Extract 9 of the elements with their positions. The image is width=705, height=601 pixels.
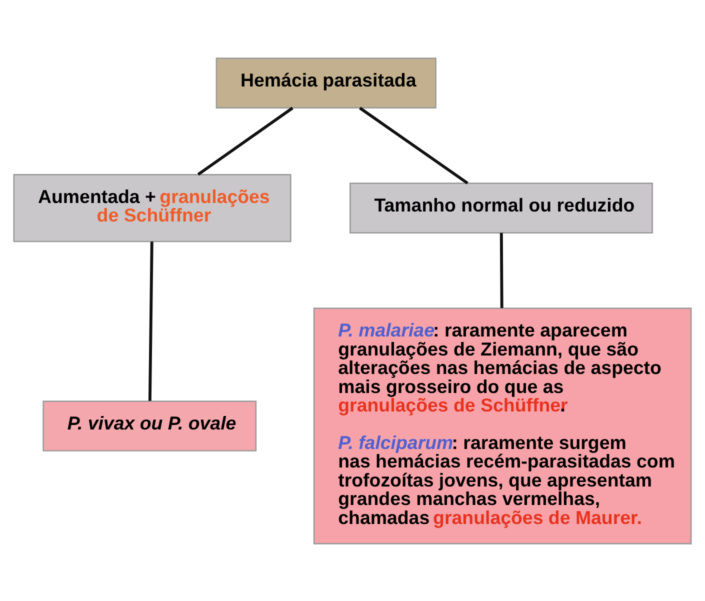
node-box: Hemácia parasitada [216,57,436,108]
connector [500,232,504,308]
connector [197,106,294,176]
node-box: P. vivax ou P. ovale [42,400,257,451]
node-box: Tamanho normal ou reduzido [350,182,653,233]
node-box: P. malariae: raramente aparecem granulações de Ziemann, que são alterações nas hemácias de aspecto mais grosseiro do que as granulações de Schüffner. P. falciparum: raramente surgem nas hemácias recém-parasitadas com trofozoítas jovens, que apresentam grandes manchas vermelhas, chamadas granulações de Maurer. [313,307,692,544]
connector [148,241,154,400]
node-box: Aumentada + granulações de Schüffner [13,174,292,242]
connector [359,106,468,184]
